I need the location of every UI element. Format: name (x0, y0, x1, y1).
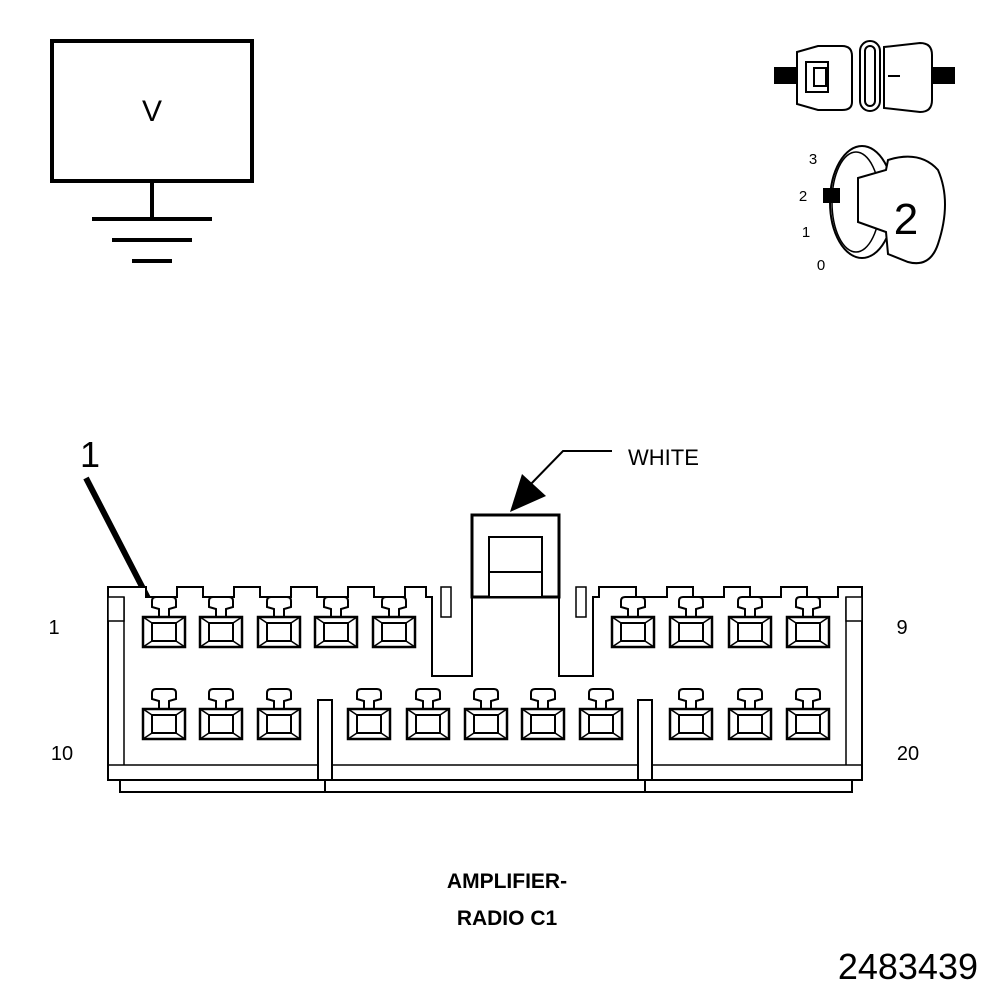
terminal-cavity (520, 688, 566, 741)
terminal-cavity (405, 688, 451, 741)
callout-number: 1 (80, 434, 100, 475)
connector-body (107, 513, 863, 793)
connector-name-line2: RADIO C1 (457, 907, 558, 930)
terminal-cavity (785, 688, 831, 741)
terminal-cavity (785, 596, 831, 649)
switch-position-0: 0 (817, 257, 825, 274)
color-arrowhead (510, 474, 546, 512)
switch-key (857, 155, 946, 265)
switch-selected-position: 2 (894, 195, 918, 244)
terminal-cavity (198, 596, 244, 649)
terminal-cavity (463, 688, 509, 741)
terminal-cavity (313, 596, 359, 649)
terminal-cavity (668, 688, 714, 741)
switch-position-1: 1 (802, 224, 810, 241)
pin-number-bottom-right: 20 (897, 743, 919, 765)
terminal-cavity (578, 688, 624, 741)
ignition-switch-icon: 3 2 1 0 2 (799, 145, 946, 274)
pin-number-top-left: 1 (48, 617, 59, 639)
figure-id: 2483439 (838, 946, 978, 987)
terminal-cavity (256, 596, 302, 649)
terminal-cavities (141, 596, 831, 741)
switch-position-3: 3 (809, 151, 817, 168)
pin-number-bottom-left: 10 (51, 743, 73, 765)
color-callout: WHITE (510, 445, 699, 512)
terminal-cavity (727, 596, 773, 649)
terminal-cavity (346, 688, 392, 741)
voltmeter-ground-symbol: V (50, 39, 254, 263)
terminal-cavity (141, 688, 187, 741)
terminal-cavity (198, 688, 244, 741)
voltmeter-symbol: V (142, 95, 162, 128)
pin-number-top-right: 9 (896, 617, 907, 639)
terminal-cavity (371, 596, 417, 649)
switch-indicator (823, 188, 840, 203)
terminal-cavity (256, 688, 302, 741)
switch-position-2: 2 (799, 188, 807, 205)
terminal-cavity (610, 596, 656, 649)
connector-color-label: WHITE (628, 445, 699, 470)
connector-name-line1: AMPLIFIER- (447, 870, 567, 893)
disconnected-connector-icon (774, 40, 955, 114)
terminal-cavity (668, 596, 714, 649)
terminal-cavity (141, 596, 187, 649)
terminal-cavity (727, 688, 773, 741)
connector-base-rail (119, 779, 853, 793)
